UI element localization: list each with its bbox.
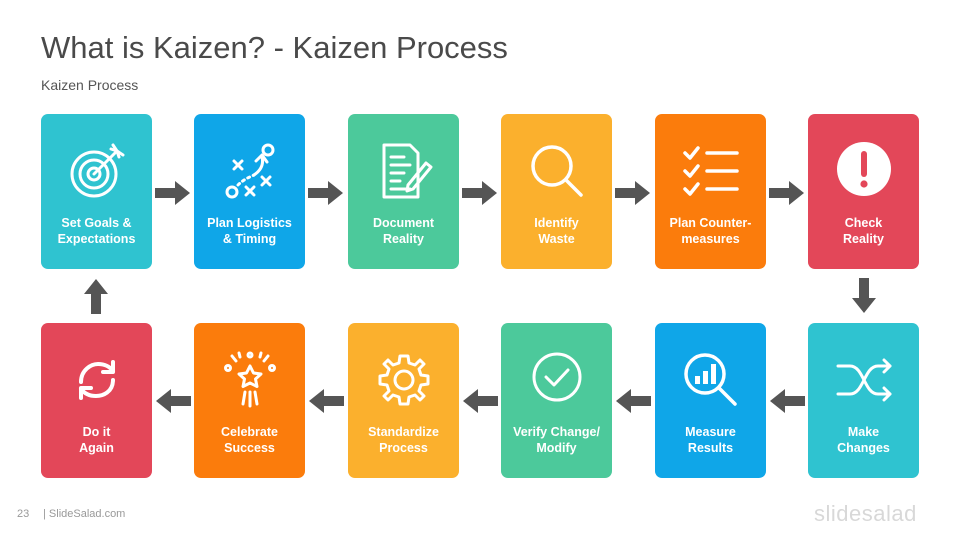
flow-arrow-right <box>308 180 344 206</box>
step-card-verify-change: Verify Change/ Modify <box>501 323 612 478</box>
step-label: Plan Counter- measures <box>669 216 752 246</box>
step-card-plan-logistics: Plan Logistics & Timing <box>194 114 305 269</box>
page-number: 23 <box>17 508 30 520</box>
flow-arrow-down <box>851 278 877 314</box>
flow-arrow-left <box>462 388 498 414</box>
brand-logo: slidesalad <box>814 501 917 526</box>
footer-site: | SlideSalad.com <box>43 508 126 520</box>
refresh-icon <box>67 350 127 410</box>
flow-arrow-left <box>308 388 344 414</box>
flow-arrow-right <box>462 180 498 206</box>
step-label: Measure Results <box>685 425 736 455</box>
flow-arrow-left <box>155 388 191 414</box>
flow-arrow-right <box>155 180 191 206</box>
step-card-do-it-again: Do it Again <box>41 323 152 478</box>
slide-subtitle: Kaizen Process <box>41 77 139 93</box>
step-card-measure-results: Measure Results <box>655 323 766 478</box>
flow-arrow-right <box>615 180 651 206</box>
flow-arrow-right <box>769 180 805 206</box>
step-label: Set Goals & Expectations <box>57 216 136 246</box>
step-card-document-reality: Document Reality <box>348 114 459 269</box>
step-label: Standardize Process <box>368 425 439 455</box>
step-label: Identify Waste <box>534 216 579 246</box>
step-label: Do it Again <box>79 425 114 455</box>
step-card-make-changes: Make Changes <box>808 323 919 478</box>
flow-arrow-up <box>83 278 109 314</box>
flow-arrow-left <box>615 388 651 414</box>
step-label: Make Changes <box>837 425 890 455</box>
document-pen-icon <box>374 141 434 201</box>
magnifier-icon <box>527 141 587 201</box>
check-circle-icon <box>527 350 587 410</box>
step-label: Document Reality <box>372 216 435 246</box>
target-icon <box>67 141 127 201</box>
step-card-set-goals: Set Goals & Expectations <box>41 114 152 269</box>
magnifier-chart-icon <box>681 350 741 410</box>
strategy-play-icon <box>220 141 280 201</box>
shuffle-icon <box>834 350 894 410</box>
step-label: Verify Change/ Modify <box>513 425 600 455</box>
step-card-plan-countermeasures: Plan Counter- measures <box>655 114 766 269</box>
step-card-identify-waste: Identify Waste <box>501 114 612 269</box>
step-label: Celebrate Success <box>221 425 278 455</box>
checklist-icon <box>681 141 741 201</box>
step-label: Check Reality <box>843 216 884 246</box>
flow-arrow-left <box>769 388 805 414</box>
step-card-check-reality: Check Reality <box>808 114 919 269</box>
gear-icon <box>374 350 434 410</box>
step-label: Plan Logistics & Timing <box>207 216 292 246</box>
exclamation-icon <box>834 141 894 201</box>
celebration-icon <box>220 350 280 410</box>
step-card-standardize-process: Standardize Process <box>348 323 459 478</box>
slide-title: What is Kaizen? - Kaizen Process <box>41 30 508 65</box>
step-card-celebrate-success: Celebrate Success <box>194 323 305 478</box>
